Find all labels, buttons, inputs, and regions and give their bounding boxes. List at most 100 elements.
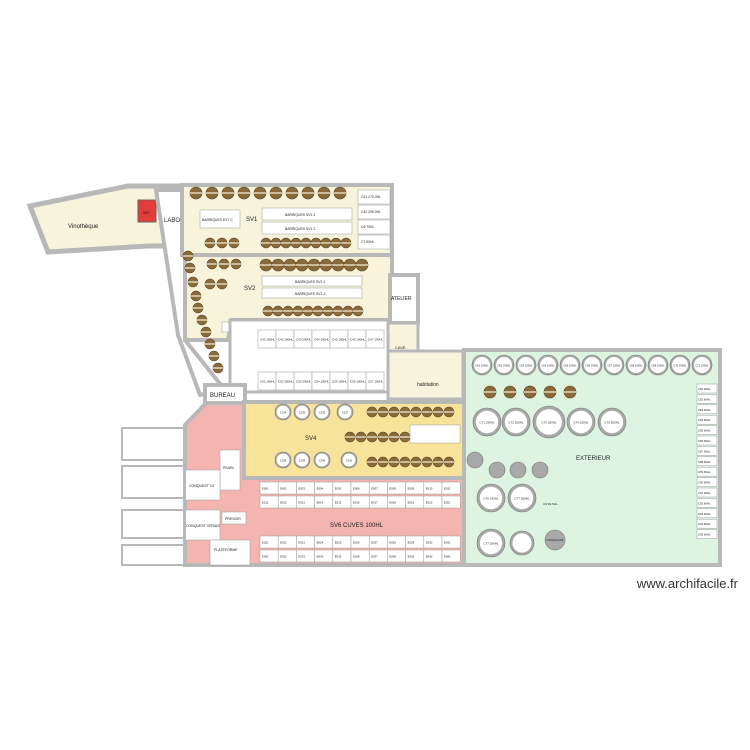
tank-inner — [672, 357, 688, 373]
tank-inner — [276, 453, 290, 467]
tank-cell-label: C44 100HL — [314, 338, 330, 342]
tank-label: C62 100HL — [497, 364, 511, 368]
sv1-barriques-ext — [199, 209, 241, 229]
tank-cell-label: E011 — [262, 501, 269, 505]
tank-cell-label: C51 200HL — [260, 380, 276, 384]
ext-right-label: C91 60HL — [698, 491, 711, 495]
tank-cell-label: E032 — [280, 555, 287, 559]
sv1-barriques-1-label: BARRIQUES SV1-1 — [285, 213, 315, 217]
tank-cell-label: C47 100HL — [368, 338, 384, 342]
pearl-label: PEARL — [223, 466, 235, 470]
tank-cell-label: E026 — [353, 541, 360, 545]
tank-cell-label: E029 — [408, 541, 415, 545]
ext-right-label: C89 60HL — [698, 470, 711, 474]
tank-cell-label: E017 — [371, 501, 378, 505]
side-cell — [357, 234, 391, 250]
tank-cell-label: E003 — [298, 487, 305, 491]
cave-label: CAVE — [395, 345, 406, 350]
tank-label: C74 220HL — [573, 421, 589, 425]
ext-gray-tanks — [466, 451, 549, 479]
tank-cell-label: C57 100HL — [368, 380, 384, 384]
side-cell — [357, 219, 391, 235]
plateforme-label: PLATEFORME — [214, 548, 238, 552]
tank-inner — [650, 357, 666, 373]
tank-label: C134 — [280, 411, 287, 415]
tank-inner — [536, 409, 562, 435]
ext-right-label: C94 60HL — [698, 522, 711, 526]
tank-cell-label: E040 — [426, 555, 433, 559]
tank-cell-label: E014 — [317, 501, 324, 505]
tank-inner — [342, 453, 356, 467]
tank-cell-label: E016 — [353, 501, 360, 505]
ext-small-tank — [544, 529, 566, 551]
ext-right-label: C81 60HL — [698, 387, 711, 391]
cave-room — [386, 321, 420, 353]
tank-cell-label: E030 — [426, 541, 433, 545]
tank-cell-label: E039 — [408, 555, 415, 559]
tank-cell-label: E011 — [444, 487, 451, 491]
tank-label: C139 — [299, 459, 306, 463]
tank-label: C71 100HL — [695, 364, 709, 368]
tank-label: C135 — [299, 411, 306, 415]
tank-cell-label: E006 — [353, 487, 360, 491]
sv2-barrels — [204, 258, 369, 317]
ext-right-cell — [696, 404, 718, 415]
ext-right-cell — [696, 508, 718, 519]
sv1-barriques-2 — [261, 221, 353, 235]
tank-cell-label: C42 200HL — [278, 338, 294, 342]
ext-right-cell — [696, 487, 718, 498]
sv4-label: SV4 — [305, 436, 317, 442]
tank-cell-label: E024 — [317, 541, 324, 545]
tank-cell-label: E001 — [262, 487, 269, 491]
ext-right-cell — [696, 518, 718, 529]
tank-cell-label: C54 100HL — [314, 380, 330, 384]
sv6-label: SV6 CUVES 100HL — [330, 523, 384, 529]
sv1-barriques-1 — [261, 207, 353, 221]
sv2-barriques-1-label: BARRIQUES SV2-1 — [295, 280, 325, 284]
tank-cell-label: E038 — [389, 555, 396, 559]
gray-tank — [488, 461, 506, 479]
tank-label: C65 100HL — [563, 364, 577, 368]
side-cell-label: C41 270.0HL — [361, 195, 381, 199]
plateforme-box — [209, 539, 251, 566]
tank-inner — [474, 357, 490, 373]
ext-right-cell — [696, 425, 718, 435]
tank-label: C137 — [342, 411, 349, 415]
ext-right-cell — [696, 466, 718, 477]
tank-cell-label: E031 — [262, 555, 269, 559]
sv1-barriques-ext-label: BARRIQUES EXT C — [202, 218, 233, 222]
tank-label: C63 100HL — [519, 364, 533, 368]
tank-label: C77 200HL — [483, 542, 499, 546]
side-cell — [357, 189, 391, 205]
tank-label: C72 220HL — [508, 421, 524, 425]
tank-inner — [479, 486, 503, 510]
tank-inner — [315, 453, 329, 467]
tank-label: C70 100HL — [673, 364, 687, 368]
tank-label: C136 — [319, 411, 326, 415]
tank-inner — [600, 410, 624, 434]
tank-cell-label: E033 — [298, 555, 305, 559]
tank-cell-label: E027 — [371, 541, 378, 545]
gray-tank — [509, 461, 527, 479]
ext-right-cell — [696, 383, 718, 394]
tank-inner — [569, 410, 593, 434]
side-cell-label: C42 205.0HL — [361, 210, 381, 214]
bureau-label: BUREAU — [210, 393, 235, 399]
tank-cell-label: E008 — [389, 487, 396, 491]
tank-cell-label: C53 200HL — [296, 380, 312, 384]
tank-cell — [441, 495, 461, 509]
sv2-barriques-2-label: BARRIQUES SV2-2 — [295, 292, 325, 296]
ext-right-cell — [696, 394, 718, 404]
pressoir-label: PRESOIR — [225, 517, 241, 521]
atelier-label: ATELIER — [391, 296, 412, 302]
ext-small-label: CUVE 5HL — [543, 502, 558, 506]
ext-right-label: C83 60HL — [698, 408, 711, 412]
conquest-v-label: CONQUEST VERANT — [186, 524, 222, 528]
habitation-room — [386, 349, 465, 401]
tank-cell-label: C52 200HL — [278, 380, 294, 384]
tank-inner — [562, 357, 578, 373]
ext-right-label: C82 60HL — [698, 397, 711, 401]
ext-right-label: C85 60HL — [698, 429, 711, 433]
